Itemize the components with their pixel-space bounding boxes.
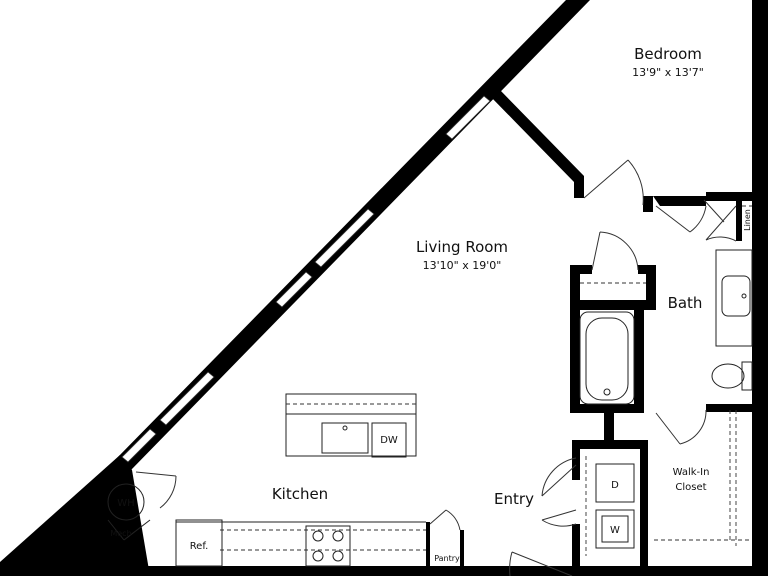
vanity — [715, 249, 753, 347]
window-living-1 — [314, 208, 375, 268]
room-label-closet-line2: Closet — [675, 482, 706, 493]
laundry-divider — [604, 404, 614, 449]
island-sink — [321, 422, 369, 454]
tub-right-wall — [634, 300, 644, 413]
pantry-wall — [426, 522, 430, 576]
room-label-bedroom: Bedroom — [634, 45, 702, 63]
fixture-label-ref: Ref. — [190, 541, 209, 552]
bottom-exterior-wall — [140, 566, 768, 576]
pantry-door — [429, 509, 461, 531]
toilet — [711, 363, 745, 389]
doors — [135, 159, 737, 576]
dishwasher-box — [371, 422, 407, 458]
room-label-kitchen: Kitchen — [272, 485, 328, 503]
bathtub — [579, 311, 635, 405]
fixture-label-wh: WH — [117, 498, 134, 509]
fixtures — [107, 205, 753, 567]
fixture-label-pantry: Pantry — [434, 554, 460, 563]
burner-2 — [332, 530, 344, 542]
burner-1 — [312, 530, 324, 542]
fixture-label-dw: DW — [380, 435, 398, 446]
laundry-right-wall — [640, 440, 648, 576]
bath-top-wall — [570, 265, 592, 274]
laundry-left-wall-2 — [572, 524, 580, 576]
bedroom-right-door — [703, 199, 725, 223]
room-dims-bedroom: 13'9" x 13'7" — [632, 66, 704, 79]
corner-exterior-wall — [0, 455, 150, 576]
laundry-door-2 — [541, 509, 577, 527]
bedroom-bath-wall — [653, 196, 706, 206]
fixture-label-dryer: D — [611, 480, 619, 491]
refrigerator-box — [175, 519, 223, 567]
water-heater-tank — [107, 483, 145, 521]
window-living-3 — [159, 371, 215, 426]
closet-top-wall — [706, 192, 754, 201]
room-label-closet-line1: Walk-In — [673, 467, 710, 478]
fixture-label-mech: Mech — [110, 529, 131, 538]
window-living-2 — [275, 271, 313, 308]
windows — [121, 95, 491, 463]
room-label-entry: Entry — [494, 490, 534, 508]
burner-3 — [312, 550, 324, 562]
window-bedroom — [445, 95, 491, 140]
laundry-left-wall — [572, 440, 580, 480]
pantry-wall-right — [460, 530, 464, 576]
kitchen-island — [285, 393, 417, 457]
bedroom-partition-wall — [490, 90, 584, 198]
room-label-bath: Bath — [668, 294, 703, 312]
bath-left-wall — [570, 265, 580, 413]
bath-inner-wall — [646, 265, 656, 305]
right-exterior-wall — [752, 0, 768, 576]
fixture-label-washer: W — [610, 525, 620, 536]
tub-top-wall — [570, 300, 656, 310]
bath-door — [655, 205, 707, 233]
labels: Bedroom 13'9" x 13'7" Living Room 13'10"… — [110, 45, 752, 563]
range — [305, 525, 351, 567]
linen-jamb — [736, 201, 742, 241]
laundry-door-1 — [541, 457, 577, 497]
bath-living-door — [591, 231, 639, 271]
washer-box — [595, 509, 635, 549]
room-dims-living-room: 13'10" x 19'0" — [423, 259, 502, 272]
linen-door — [705, 205, 737, 242]
bedroom-door-jamb — [643, 196, 653, 212]
burner-4 — [332, 550, 344, 562]
window-living-4 — [121, 428, 157, 463]
bedroom-door — [583, 159, 644, 206]
dryer-box — [595, 463, 635, 503]
room-label-living-room: Living Room — [416, 238, 508, 256]
closet-bath-wall — [706, 404, 754, 412]
closet-door — [655, 409, 707, 445]
mech-door — [135, 471, 177, 509]
fixture-label-linen: Linen — [743, 209, 752, 231]
